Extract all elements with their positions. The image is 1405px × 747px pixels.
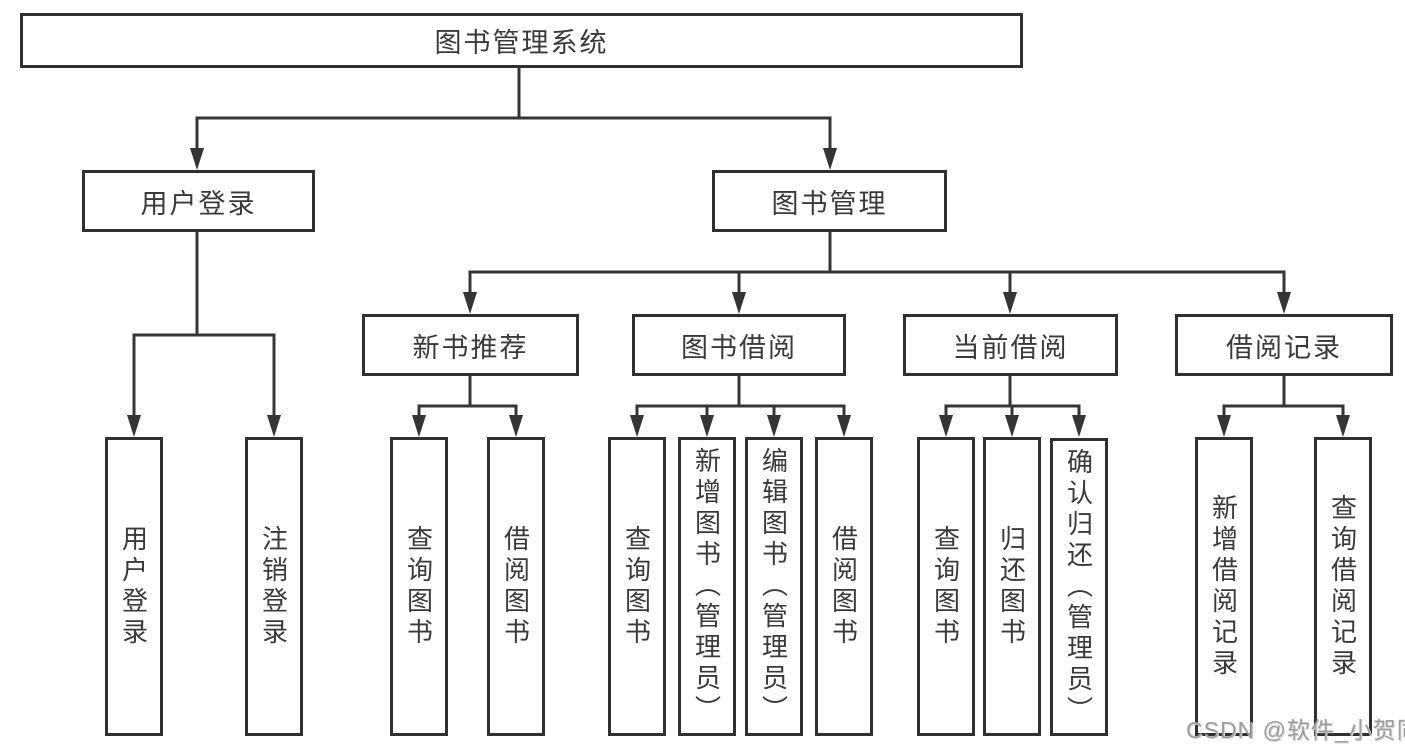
arrow-down-icon [939,415,953,437]
connector-root-to-level2 [190,68,837,170]
leaf-borrow-add-books-admin: 新增图书（管理员） [678,437,736,736]
arrow-down-icon [1005,415,1019,437]
leaf-recommend-query-books: 查询图书 [390,437,448,736]
arrow-down-icon [1277,292,1291,314]
arrow-down-icon [767,415,781,437]
arrow-down-icon [267,415,281,437]
node-book-borrow: 图书借阅 [632,314,846,376]
leaf-record-add-borrow-record: 新增借阅记录 [1195,437,1253,736]
node-root-library-management-system: 图书管理系统 [20,13,1023,68]
connector-new-book-recommend-subtree [412,376,523,437]
csdn-watermark: CSDN @软件_小贺同学 [1186,717,1405,743]
leaf-borrow-edit-books-admin: 编辑图书（管理员） [745,437,803,736]
connector-current-borrow-subtree [939,376,1086,437]
arrow-down-icon [509,415,523,437]
arrow-down-icon [732,292,746,314]
arrow-down-icon [1336,415,1350,437]
arrow-down-icon [1072,415,1086,437]
node-new-book-recommend: 新书推荐 [362,314,579,376]
leaf-recommend-borrow-books: 借阅图书 [487,437,545,736]
arrow-down-icon [190,148,204,170]
arrow-down-icon [463,292,477,314]
arrow-down-icon [412,415,426,437]
arrow-down-icon [1003,292,1017,314]
arrow-down-icon [700,415,714,437]
node-borrow-record: 借阅记录 [1175,314,1393,376]
leaf-current-query-books: 查询图书 [917,437,975,736]
leaf-current-confirm-return-admin: 确认归还（管理员） [1050,438,1108,736]
connector-borrow-record-subtree [1217,376,1350,437]
node-user-login: 用户登录 [82,170,315,232]
leaf-record-query-borrow-record: 查询借阅记录 [1314,437,1372,736]
arrow-down-icon [837,415,851,437]
arrow-down-icon [1217,415,1231,437]
leaf-borrow-query-books: 查询图书 [608,437,666,736]
node-book-management: 图书管理 [712,170,947,232]
arrow-down-icon [127,415,141,437]
leaf-user-login: 用户登录 [105,437,163,736]
connector-user-login-subtree [127,232,281,437]
connector-book-borrow-subtree [630,376,851,437]
leaf-logout: 注销登录 [245,437,303,736]
arrow-down-icon [630,415,644,437]
arrow-down-icon [823,148,837,170]
leaf-borrow-borrow-books: 借阅图书 [815,437,873,736]
node-current-borrow: 当前借阅 [903,314,1118,376]
leaf-current-return-books: 归还图书 [983,437,1041,736]
connector-book-management-to-level3 [463,232,1291,314]
